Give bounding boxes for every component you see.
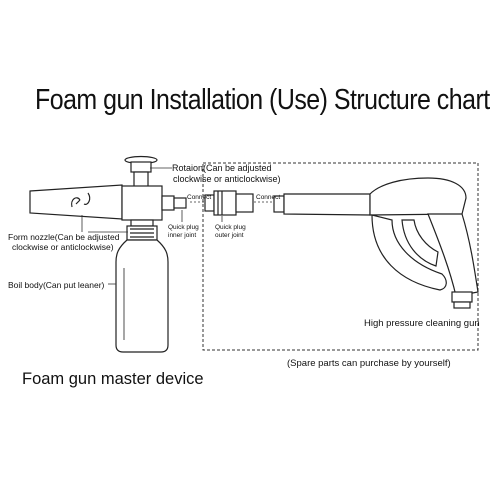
foam-gun-master-device [29,155,187,353]
bottle-body [115,239,169,353]
rotation-knob-neck [130,161,152,173]
high-pressure-gun-label: High pressure cleaning gun [364,318,480,329]
connect-left-label: Connect [187,194,211,201]
gun-barrel [283,193,371,216]
rotation-label-line2: clockwise or anticlockwise) [173,174,281,184]
leader-lines [81,167,273,285]
gun-inlet-nut [453,301,471,309]
quick-plug-inner-label-line2: inner joint [168,232,196,239]
gun-top [369,177,467,216]
master-device-label: Foam gun master device [22,370,204,388]
spare-parts-frame [202,162,479,351]
bottle-neck [130,219,154,227]
quick-plug-inner-joint [173,197,187,209]
form-nozzle-label-line2: clockwise or anticlockwise) [12,242,114,252]
connect-right-label: Connect [256,194,280,201]
diagram-title: Foam gun Installation (Use) Structure ch… [35,84,490,116]
foam-gun-head [121,185,163,221]
nozzle-arrow [71,192,91,208]
quick-plug-outer-label-line2: outer joint [215,232,244,239]
quick-plug-outer-joint [204,190,254,216]
rotation-knob-base [133,171,149,188]
spare-parts-label: (Spare parts can purchase by yourself) [287,358,451,369]
rotation-label-line1: Rotaion(Can be adjusted [172,163,272,173]
gun-trigger-guard [371,214,447,291]
foam-nozzle [29,184,123,220]
form-nozzle-label-line1: Form nozzle(Can be adjusted [8,232,120,242]
boil-body-label: Boil body(Can put leaner) [8,280,105,290]
quick-plug-inner-label-line1: Quick plug [168,224,199,231]
head-connector [161,195,175,211]
quick-plug-outer-label-line1: Quick plug [215,224,246,231]
gun-inlet [451,291,473,303]
high-pressure-gun [273,177,479,309]
gun-trigger [401,219,439,267]
